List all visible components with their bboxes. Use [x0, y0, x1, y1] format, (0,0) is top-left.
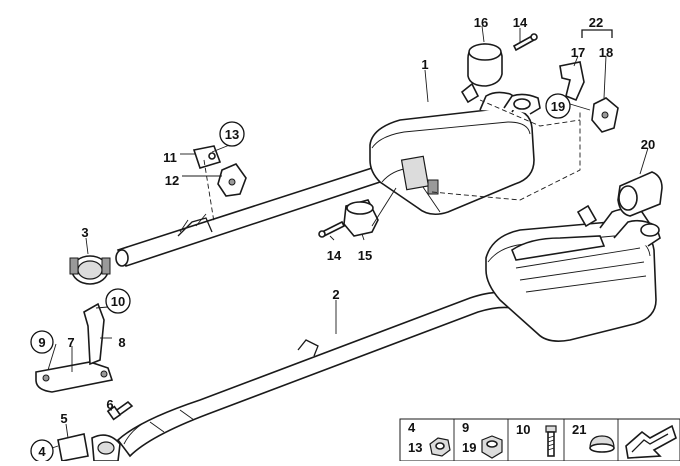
- callout-text: 18: [599, 45, 613, 60]
- callout-text: 2: [332, 287, 339, 302]
- callout-c14b: 14: [327, 248, 342, 263]
- bolt-icon: [545, 425, 557, 457]
- callout-text: 15: [358, 248, 372, 263]
- flange-5: [57, 433, 121, 462]
- flange-nut-icon: [481, 435, 503, 459]
- callout-c19: 19: [545, 93, 571, 119]
- callout-c7: 7: [67, 335, 74, 350]
- nut-icon: [429, 437, 451, 457]
- callout-c11: 11: [163, 150, 177, 165]
- clamp-3: [69, 255, 111, 285]
- callout-text: 19: [551, 99, 565, 114]
- callout-c2: 2: [332, 287, 339, 302]
- rubber-mount-15: [343, 187, 397, 237]
- callout-text: 12: [165, 173, 179, 188]
- callout-text: 22: [589, 15, 603, 30]
- callout-c8: 8: [118, 335, 125, 350]
- callout-c9: 9: [30, 330, 54, 354]
- tail-trim-20: [617, 171, 663, 217]
- callout-text: 11: [163, 150, 177, 165]
- callout-c1: 1: [421, 57, 428, 72]
- callout-c10: 10: [105, 288, 131, 314]
- leader-lines: [45, 25, 649, 451]
- callout-text: 3: [81, 225, 88, 240]
- callout-text: 8: [118, 335, 125, 350]
- legend-strip: 4 13 9 19 10 21: [399, 418, 680, 462]
- legend-label: 10: [516, 422, 530, 437]
- callout-c15: 15: [358, 248, 372, 263]
- callout-text: 14: [513, 15, 528, 30]
- hanger-bracket-11-12: [192, 145, 247, 197]
- callout-c3: 3: [81, 225, 88, 240]
- front-muffler: [369, 82, 541, 216]
- callout-c4: 4: [30, 439, 54, 463]
- rear-muffler: [485, 204, 661, 342]
- callout-text: 10: [111, 294, 125, 309]
- callout-c6: 6: [106, 397, 113, 412]
- legend-label: 21: [572, 422, 586, 437]
- callout-c20: 20: [641, 137, 655, 152]
- callout-text: 1: [421, 57, 428, 72]
- callout-c17: 17: [571, 45, 585, 60]
- callout-text: 17: [571, 45, 585, 60]
- callout-text: 5: [60, 411, 67, 426]
- callout-c18: 18: [599, 45, 613, 60]
- callout-c14a: 14: [513, 15, 528, 30]
- arrow-icon: [625, 424, 677, 459]
- callout-c13: 13: [219, 121, 245, 147]
- legend-label: 19: [462, 440, 476, 455]
- callout-text: 7: [67, 335, 74, 350]
- grommet-icon: [589, 435, 615, 453]
- rubber-mount-16: [467, 43, 503, 87]
- legend-label: 4: [408, 420, 416, 435]
- callout-text: 6: [106, 397, 113, 412]
- callout-c5: 5: [60, 411, 67, 426]
- callout-c12: 12: [165, 173, 179, 188]
- callout-text: 4: [38, 444, 46, 459]
- callout-text: 20: [641, 137, 655, 152]
- callout-c22: 22: [589, 15, 603, 30]
- callout-text: 9: [38, 335, 45, 350]
- legend-label: 13: [408, 440, 422, 455]
- callout-text: 14: [327, 248, 342, 263]
- legend-label: 9: [462, 420, 469, 435]
- bolt-14-upper: [512, 33, 538, 52]
- bolt-14-lower: [318, 220, 346, 238]
- hanger-17-18: [559, 29, 619, 133]
- callout-text: 16: [474, 15, 488, 30]
- callout-c16: 16: [474, 15, 488, 30]
- bracket-7-8: [35, 302, 114, 393]
- callout-text: 13: [225, 127, 239, 142]
